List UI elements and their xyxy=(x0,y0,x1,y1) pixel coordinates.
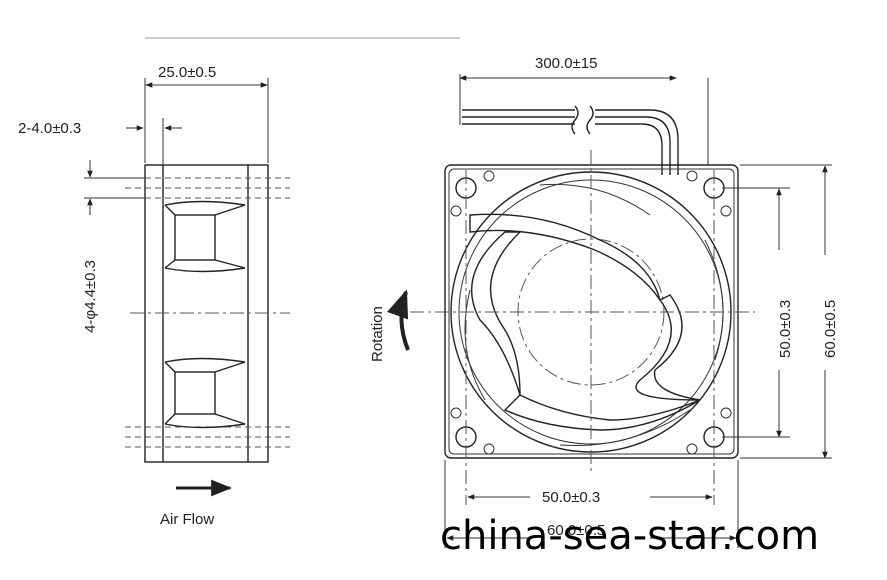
hole-spacing-vertical-dimension: 50.0±0.3 xyxy=(777,300,794,358)
hole-diameter-dimension: 4-φ4.4±0.3 xyxy=(82,260,99,333)
side-view: 25.0±0.5 2-4.0±0.3 xyxy=(18,37,460,528)
lead-length-dimension: 300.0±15 xyxy=(535,55,597,72)
airflow-label: Air Flow xyxy=(160,511,214,528)
lead-wires: 300.0±15 xyxy=(459,55,709,175)
blade-profile-lower xyxy=(164,357,246,429)
blade-profile-upper xyxy=(164,200,246,273)
frame-size-vertical-dimension: 60.0±0.5 xyxy=(822,300,839,358)
frame-size-horizontal-dimension: 60.0±0.5 xyxy=(547,522,605,539)
fan-blades xyxy=(464,183,724,447)
width-dimension: 25.0±0.5 xyxy=(158,64,216,81)
watermark-text: china-sea-star.com xyxy=(440,513,820,559)
hole-spacing-horizontal-dimension: 50.0±0.3 xyxy=(542,489,600,506)
hole-pitch-dimension: 2-4.0±0.3 xyxy=(18,120,81,137)
rotation-indicator: Rotation xyxy=(369,289,410,362)
front-view: 300.0±15 xyxy=(369,55,839,548)
rotation-label: Rotation xyxy=(369,306,386,362)
